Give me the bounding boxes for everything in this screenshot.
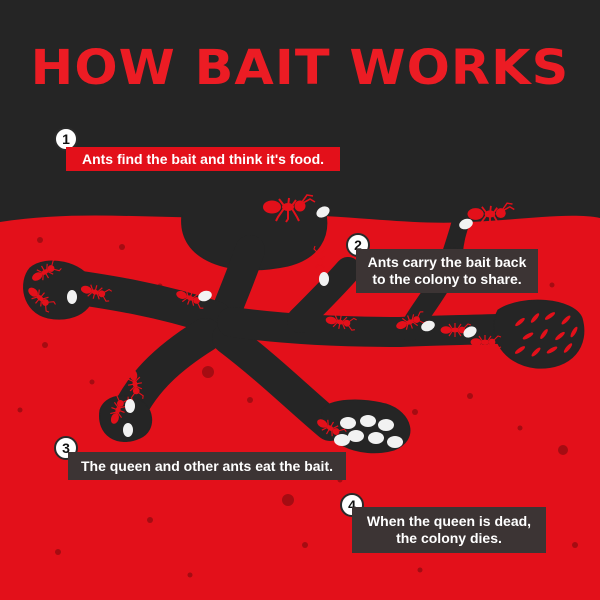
step-2-text-line-1: Ants carry the bait back [367, 254, 527, 270]
step-4-caption: When the queen is dead, the colony dies. [352, 507, 546, 553]
step-1-text: Ants find the bait and think it's food. [81, 150, 325, 167]
step-2-caption: Ants carry the bait back to the colony t… [356, 249, 538, 293]
step-4-text-line-2: the colony dies. [396, 530, 502, 546]
step-1-caption: Ants find the bait and think it's food. [66, 147, 340, 171]
page-title: HOW BAIT WORKS [30, 40, 570, 96]
step-3-text: The queen and other ants eat the bait. [80, 457, 334, 474]
larva-icon [514, 312, 578, 357]
step-3-caption: The queen and other ants eat the bait. [68, 452, 346, 480]
step-4-text-line-1: When the queen is dead, [366, 513, 532, 529]
step-2-text-line-2: to the colony to share. [372, 271, 522, 287]
